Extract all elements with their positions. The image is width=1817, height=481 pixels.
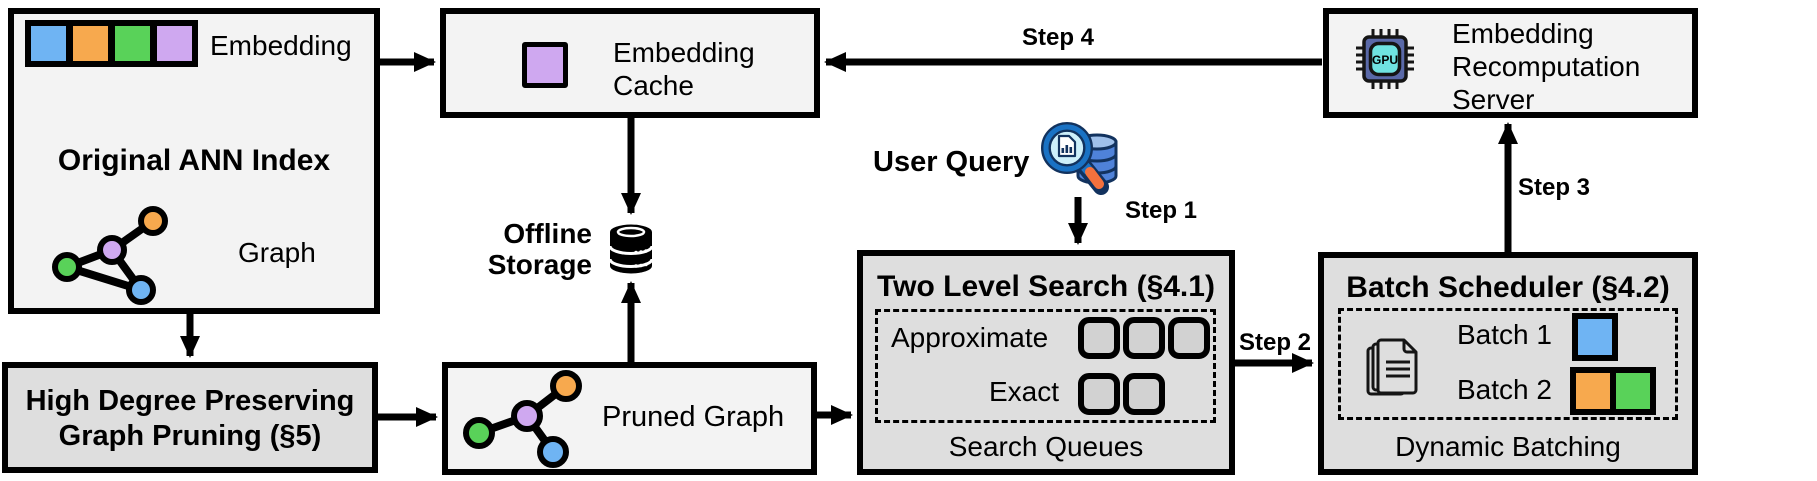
queue-slot [1168, 317, 1210, 359]
search-queues-dashed-panel [875, 309, 1216, 423]
step-1-label: Step 1 [1125, 197, 1198, 224]
dynamic-batching-dashed-panel [1338, 308, 1678, 420]
offline-storage-label: Offline Storage [430, 218, 592, 280]
offline-storage-line2: Storage [487, 249, 592, 280]
queue-slot [1078, 317, 1120, 359]
dynamic-batching-footer: Dynamic Batching [1395, 431, 1621, 462]
blue-cell [1572, 313, 1618, 361]
batch-scheduler-title: Batch Scheduler (§4.2) [1346, 271, 1670, 304]
exact-queue-slots [1078, 373, 1165, 415]
database-icon [608, 224, 654, 274]
high-degree-pruning-box [2, 362, 378, 473]
database-dots [634, 249, 648, 268]
graph-label: Graph [238, 237, 316, 268]
cached-embedding-square-icon [522, 42, 568, 88]
search-queues-footer: Search Queues [948, 431, 1144, 462]
batch-2-label: Batch 2 [1457, 374, 1552, 405]
queue-slot [1078, 373, 1120, 415]
high-degree-pruning-title: High Degree Preserving Graph Pruning (§5… [2, 384, 378, 454]
gpu-chip-label: GPU [1372, 53, 1398, 67]
step-3-label: Step 3 [1518, 174, 1591, 201]
stacked-documents-icon [1366, 338, 1418, 396]
embedding-vector-strip [25, 20, 198, 67]
exact-label: Exact [989, 376, 1060, 407]
step-2-label: Step 2 [1239, 329, 1312, 356]
batch-scheduler-box [1318, 252, 1698, 475]
embedding-cache-title: Embedding Cache [613, 36, 755, 102]
queue-slot [1123, 317, 1165, 359]
queue-slot [1123, 373, 1165, 415]
batch-1-label: Batch 1 [1457, 319, 1552, 350]
recomputation-line3: Server [1452, 84, 1535, 115]
purple-cell [157, 26, 192, 61]
embedding-cache-line2: Cache [613, 70, 694, 101]
blue-cell [31, 26, 66, 61]
gpu-chip-icon: GPU [1356, 29, 1414, 89]
step-4-label: Step 4 [1022, 24, 1095, 51]
high-degree-line1: High Degree Preserving [25, 385, 355, 417]
recomputation-line1: Embedding [1452, 18, 1594, 49]
pruned-graph-label: Pruned Graph [602, 401, 785, 433]
embedding-label: Embedding [210, 30, 352, 61]
green-cell [115, 26, 150, 61]
high-degree-line2: Graph Pruning (§5) [58, 420, 322, 452]
embedding-cache-box [440, 8, 820, 118]
two-level-search-box [857, 250, 1235, 475]
query-magnifier [1041, 122, 1109, 195]
approximate-label: Approximate [891, 322, 1049, 353]
original-ann-index-title: Original ANN Index [57, 144, 331, 177]
batch-2-squares [1570, 367, 1656, 415]
recomputation-line2: Recomputation [1452, 51, 1641, 82]
approximate-queue-slots [1078, 317, 1210, 359]
orange-cell [73, 26, 108, 61]
batch-1-squares [1572, 313, 1618, 361]
green-cell [1610, 367, 1656, 415]
two-level-search-title: Two Level Search (§4.1) [877, 270, 1215, 303]
embedding-cache-line1: Embedding [613, 37, 755, 68]
user-query-label: User Query [873, 146, 1030, 178]
user-query-magnifier-database-icon [1041, 122, 1118, 195]
recomputation-server-title: Embedding Recomputation Server [1452, 17, 1640, 116]
offline-storage-line1: Offline [503, 218, 592, 249]
